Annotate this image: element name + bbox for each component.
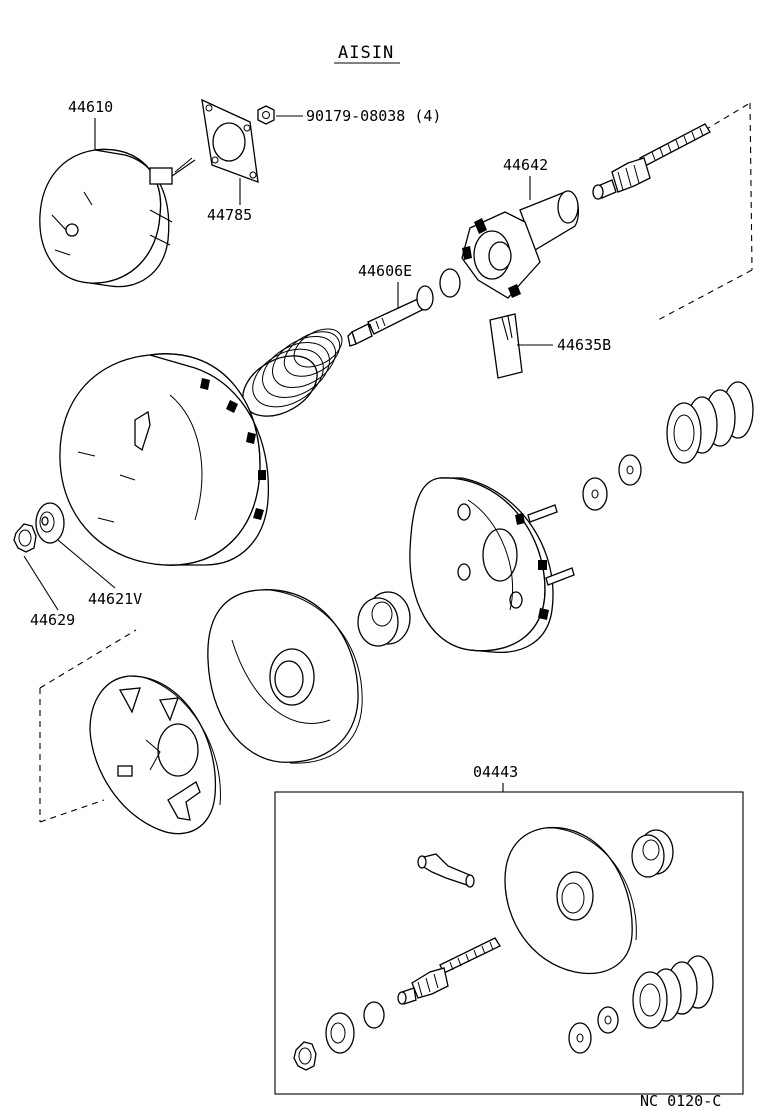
kit-contents (293, 827, 714, 1071)
dashed-guide (749, 102, 753, 271)
brake-booster-assembly (39, 148, 196, 288)
small-washers (582, 454, 642, 511)
front-shell (59, 353, 270, 566)
dashed-guide (39, 629, 137, 689)
reaction-plate (89, 675, 221, 835)
washer (439, 268, 461, 298)
callout-44610: 44610 (68, 98, 113, 116)
figure-code: NC 0120-C (640, 1092, 721, 1110)
push-rod-44606E (347, 285, 434, 347)
nut-90179 (257, 105, 275, 125)
gasket-44785 (201, 98, 259, 183)
callout-44621V: 44621V (88, 590, 142, 608)
return-spring (242, 328, 343, 417)
retainer-44629 (13, 523, 37, 553)
center-seal (357, 591, 411, 647)
dashed-guide (704, 102, 751, 131)
rear-shell (409, 477, 575, 654)
diagram-title: AISIN (338, 43, 394, 63)
dashed-guide (39, 799, 105, 823)
callout-44606E: 44606E (358, 262, 412, 280)
bushing-stack (666, 381, 754, 464)
threaded-rod (592, 123, 711, 200)
callout-90179: 90179-08038 (4) (306, 107, 441, 125)
callout-44629: 44629 (30, 611, 75, 629)
leader-44621V (57, 539, 116, 589)
callout-44785: 44785 (207, 206, 252, 224)
valve-body-44642 (461, 190, 579, 299)
leader-44629 (23, 555, 59, 611)
callout-44635B: 44635B (557, 336, 611, 354)
callout-04443: 04443 (473, 763, 518, 781)
diaphragm-plate (207, 589, 363, 764)
key-44635B (489, 313, 523, 379)
seal-44621V (35, 502, 65, 544)
dashed-guide (657, 269, 753, 321)
kit-04443-box (274, 791, 744, 1095)
callout-44642: 44642 (503, 156, 548, 174)
